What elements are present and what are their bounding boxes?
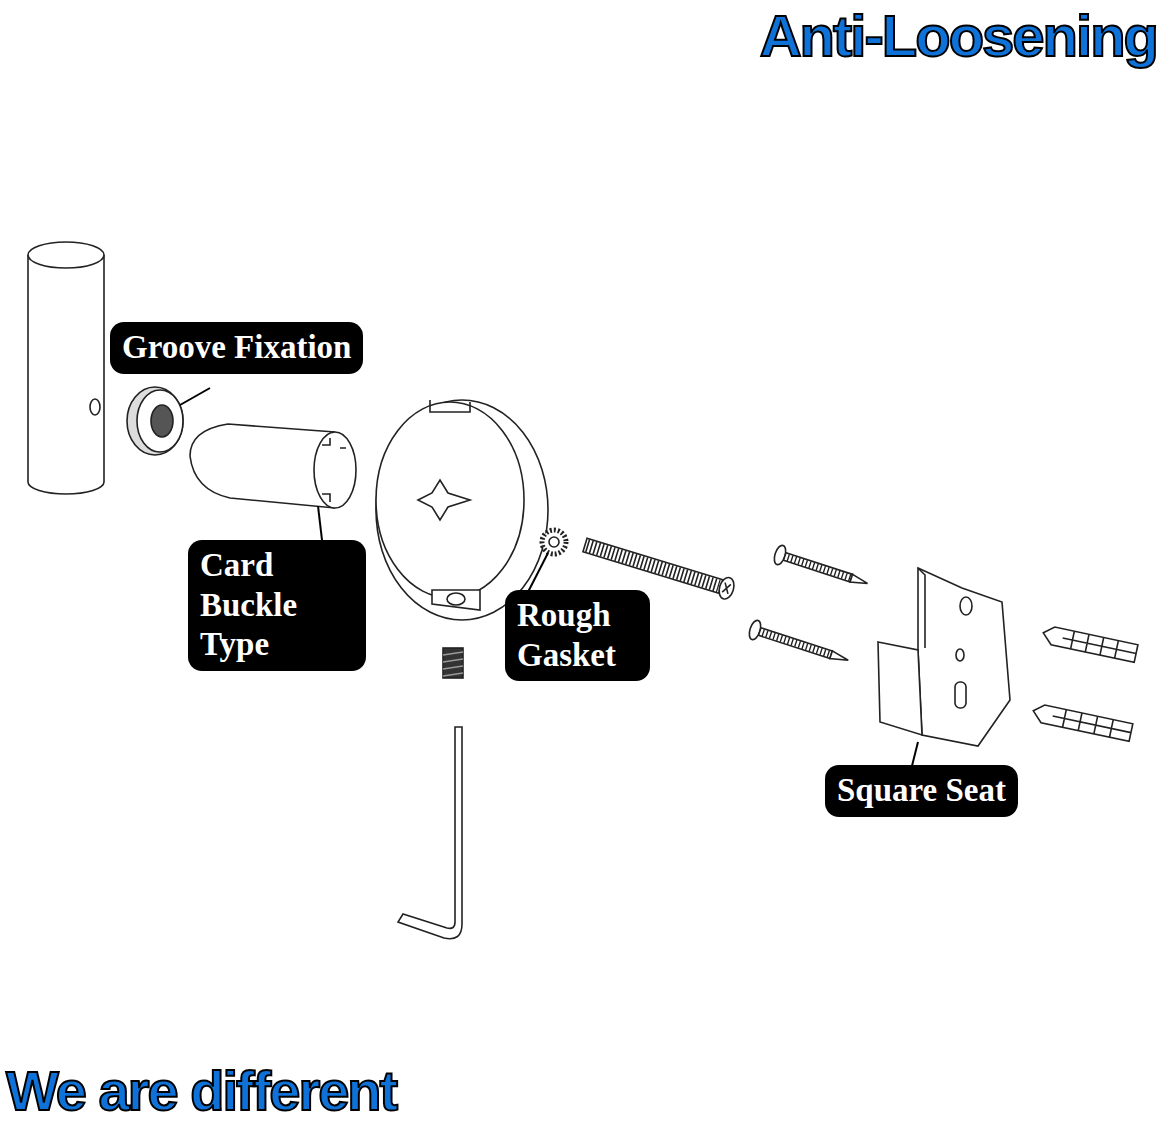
headline-banner: Anti-Loosening [760, 2, 1157, 69]
rod-tube [28, 242, 104, 494]
square-seat [878, 568, 1010, 746]
callout-box: Card Buckle Type [188, 540, 366, 671]
set-screw [443, 648, 463, 678]
wall-anchor [1041, 625, 1138, 662]
callout-label: Square Seat [837, 771, 1006, 811]
hex-key [398, 727, 462, 939]
leader-lines [180, 388, 918, 766]
callout-label: Groove Fixation [122, 328, 351, 368]
callout-box: Groove Fixation [110, 322, 363, 374]
wood-screw [747, 619, 851, 670]
callout-box: Rough Gasket [505, 590, 650, 681]
callout-label: Rough Gasket [517, 596, 638, 675]
callout-label: Card Buckle Type [200, 546, 354, 665]
toothed-gasket [542, 530, 566, 554]
bracket-cup [376, 400, 548, 620]
washer [127, 387, 183, 455]
buckle-cylinder [190, 424, 356, 508]
wood-screw [772, 544, 870, 593]
wall-anchor [1031, 703, 1133, 741]
tagline-banner: We are different [6, 1058, 396, 1123]
callout-box: Square Seat [825, 765, 1018, 817]
